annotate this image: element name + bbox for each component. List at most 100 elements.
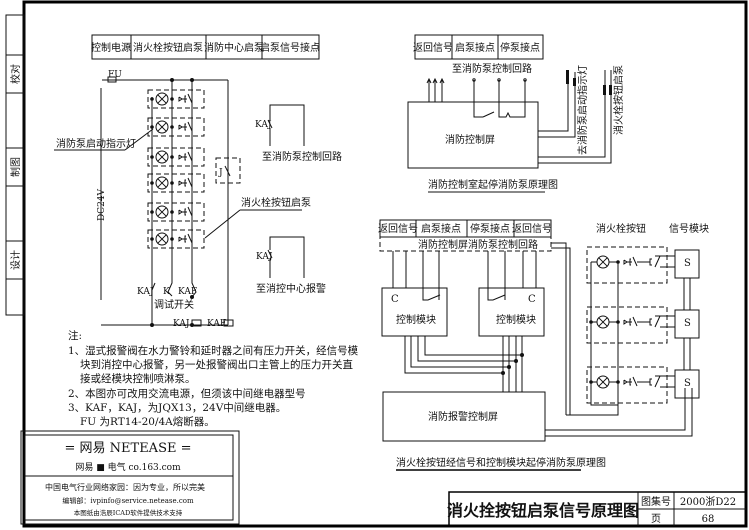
to-center-alarm-label: 至消控中心报警 [256,282,326,295]
indicator-lamp-icon [155,176,169,190]
fire-control-panel [407,101,539,169]
push-button-icon [178,95,187,103]
notes-heading: 注: [68,330,83,342]
contact-kaf-label: KAF [178,287,197,297]
left-header-cell: 消防中心启泵 [204,41,264,54]
voltage-label: DC24V [97,188,107,221]
left-circuit-diagram: 控制电源 消火栓按钮启泵 消防中心启泵 启泵信号接点 FU DC24V J [54,34,342,329]
indicator-lamp-label: 消防泵启动指示灯 [56,137,136,150]
fuse-label: FU [108,70,122,80]
push-button-icon [623,378,632,386]
push-button-icon [178,179,187,187]
hydrant-row: S [586,366,700,404]
coil-kaj-label: KAJ [173,319,190,329]
netease-support: 本图纸由浩辰ICAD软件提供技术支持 [74,508,183,517]
sidebar-label-drawn: 制图 [9,157,22,177]
indicator-lamp-icon [155,205,169,219]
button-row [147,147,205,167]
netease-email: 编辑部：ivpinfo@service.netease.com [62,496,194,505]
relay-j-box [215,157,241,184]
indicator-lamp-icon [155,120,169,134]
to-pump-circuit-sublabel: 至消防泵控制回路 [452,62,532,75]
button-row [147,117,205,137]
kaj-contact-label: KAJ [255,120,272,130]
button-row [147,89,205,109]
netease-info-box: = 网易 NETEASE = 网易 ■ 电气 co.163.com 中国电气行业… [20,430,240,525]
hydrant-rows: S S S [586,246,700,404]
fuse-icon [107,76,117,83]
signal-module: S [674,249,700,279]
page-number: 68 [702,514,715,525]
netease-subtitle: 网易 ■ 电气 co.163.com [75,461,181,473]
control-loop-label: 消防控制屏消防泵控制回路 [418,238,538,251]
signal-module: S [674,369,700,399]
push-button-icon [623,258,632,266]
top-right-header-cell: 启泵接点 [455,41,495,54]
control-module-label-2: 控制模块 [496,313,536,326]
indicator-lamp-icon [155,232,169,246]
push-button-icon [623,318,632,326]
push-button-icon [178,153,187,161]
coil-kaf [223,319,234,327]
push-button-icon [178,123,187,131]
fire-control-panel-label: 消防控制屏 [445,133,495,146]
bottom-header-cell: 启泵接点 [421,222,461,235]
fire-alarm-panel [382,391,546,442]
sidebar-label-design: 设计 [9,250,22,270]
left-header-cell: 消火栓按钮启泵 [133,41,203,54]
signal-module-heading: 信号模块 [669,223,709,235]
test-switch-label: 调试开关 [154,298,194,311]
module-c-1: C [391,294,399,305]
contact-k-label: K [163,287,170,297]
vertical-label-indicator: 去消防泵启动指示灯 [576,65,589,155]
kaj-contact-label-2: KAJ [256,252,273,262]
signal-module-letter: S [684,258,691,269]
top-right-header-cell: 停泵接点 [500,41,540,54]
hydrant-button-label: 消火栓按钮启泵 [241,196,311,209]
contact-kaj-label: KAJ [137,287,154,297]
push-button-icon [178,235,187,243]
hydrant-module-caption: 消火栓按钮经信号和控制模块起停消防泵原理图 [396,456,606,469]
button-row [147,173,205,193]
sidebar-label-check: 校对 [9,64,22,84]
netease-title: = 网易 NETEASE = [65,441,192,456]
hydrant-module-diagram: 返回信号 启泵接点 停泵接点 返回信号 消防控制屏消防泵控制回路 C C 控制模… [378,219,709,471]
indicator-lamp-icon [155,150,169,164]
signal-module-letter: S [684,378,691,389]
button-row [147,202,205,222]
note-line: 3、KAF，KAJ，为JQX13，24V中间继电器。 [68,402,287,414]
control-room-caption: 消防控制室起停消防泵原理图 [428,178,558,191]
bottom-header-cell: 返回信号 [378,223,418,235]
page-label: 页 [651,513,661,525]
note-line: FU 为RT14-20/4A熔断器。 [80,416,215,428]
atlas-number-value: 2000浙D22 [680,496,736,508]
netease-slogan: 中国电气行业网络家园：因为专业，所以完美 [45,482,205,492]
bottom-header-cell: 返回信号 [512,223,552,235]
indicator-lamp-icon [155,92,169,106]
button-row [147,229,205,249]
title-block: 消火拴按钮启泵信号原理图 图集号 2000浙D22 页 68 [447,491,747,527]
vertical-label-button: 消火栓按钮启泵 [612,65,625,135]
left-header-table: 控制电源 消火栓按钮启泵 消防中心启泵 启泵信号接点 [91,34,320,60]
to-pump-circuit-label: 至消防泵控制回路 [262,150,342,163]
control-room-diagram: 返回信号 启泵接点 停泵接点 至消防泵控制回路 消防控制屏 去消防泵启动指示灯 … [407,34,625,193]
note-line: 1、湿式报警阀在水力警铃和延时器之间有压力开关，经信号模 [68,345,359,357]
hydrant-button-heading: 消火栓按钮 [596,222,646,235]
note-line: 接或经模块控制喷淋泵。 [80,373,196,385]
left-header-cell: 控制电源 [91,41,131,54]
control-module-label-1: 控制模块 [396,313,436,326]
note-line: 块到消控中心报警，另一处报警阀出口主管上的压力开关直 [80,359,353,371]
drawing-title: 消火拴按钮启泵信号原理图 [447,501,639,520]
top-right-header-cell: 返回信号 [413,42,453,54]
hydrant-row: S [586,306,700,370]
note-line: 2、本图亦可改用交流电源，但须该中间继电器型号 [68,388,306,400]
coil-kaf-label: KAF [207,319,226,329]
hydrant-row: S [586,246,700,310]
fire-alarm-panel-label: 消防报警控制屏 [428,410,498,423]
signal-module: S [674,309,700,339]
sidebar-review-strip: 校对 制图 设计 [5,14,25,316]
bottom-header-cell: 停泵接点 [470,222,510,235]
left-header-cell: 启泵信号接点 [260,41,320,54]
relay-j-label: J [218,168,223,178]
